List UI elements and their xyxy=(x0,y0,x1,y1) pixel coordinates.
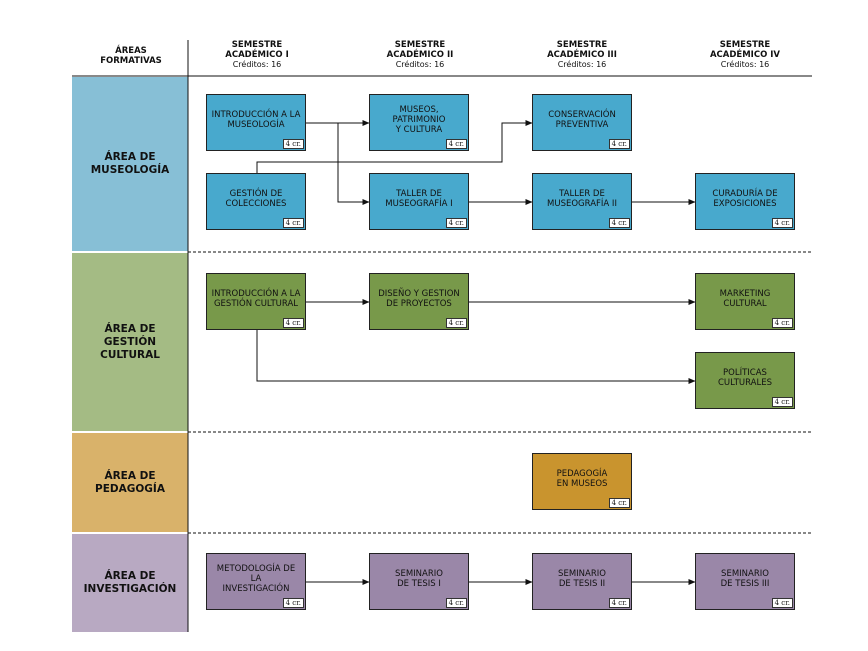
credits-badge: 4 cr. xyxy=(445,598,467,608)
credits-badge: 4 cr. xyxy=(282,139,304,149)
area-label: ÁREA DE INVESTIGACIÓN xyxy=(83,570,177,595)
course-label: TALLER DE MUSEOGRAFÍA I xyxy=(385,188,453,209)
course-label: INTRODUCCIÓN A LA MUSEOLOGÍA xyxy=(211,109,301,130)
credits-badge: 4 cr. xyxy=(608,139,630,149)
semester-title: SEMESTRE ACADÉMICO II xyxy=(386,40,454,60)
semester-title: SEMESTRE ACADÉMICO III xyxy=(547,40,617,60)
semester-credits: Créditos: 16 xyxy=(720,60,770,69)
course-label: SEMINARIO DE TESIS I xyxy=(395,568,443,589)
course-metodologia[interactable]: METODOLOGÍA DE LA INVESTIGACIÓN 4 cr. xyxy=(206,553,306,610)
area-label: ÁREA DE MUSEOLOGÍA xyxy=(90,151,170,176)
course-politicas[interactable]: POLÍTICAS CULTURALES 4 cr. xyxy=(695,352,795,409)
header-semester-1: SEMESTRE ACADÉMICO I Créditos: 16 xyxy=(212,40,302,70)
course-label: INTRODUCCIÓN A LA GESTIÓN CULTURAL xyxy=(211,288,301,309)
header-semester-3: SEMESTRE ACADÉMICO III Créditos: 16 xyxy=(534,40,630,70)
credits-badge: 4 cr. xyxy=(282,218,304,228)
arrow-intro-to-taller1 xyxy=(337,123,370,205)
area-label: ÁREA DE GESTIÓN CULTURAL xyxy=(100,322,160,361)
header-semester-2: SEMESTRE ACADÉMICO II Créditos: 16 xyxy=(375,40,465,70)
course-seminario-3[interactable]: SEMINARIO DE TESIS III 4 cr. xyxy=(695,553,795,610)
semester-credits: Créditos: 16 xyxy=(557,60,607,69)
area-band-gestion-cultural: ÁREA DE GESTIÓN CULTURAL xyxy=(72,253,188,431)
credits-badge: 4 cr. xyxy=(771,598,793,608)
course-label: SEMINARIO DE TESIS III xyxy=(720,568,770,589)
course-seminario-2[interactable]: SEMINARIO DE TESIS II 4 cr. xyxy=(532,553,632,610)
course-intro-gestion[interactable]: INTRODUCCIÓN A LA GESTIÓN CULTURAL 4 cr. xyxy=(206,273,306,330)
area-band-investigacion: ÁREA DE INVESTIGACIÓN xyxy=(72,534,188,632)
credits-badge: 4 cr. xyxy=(608,218,630,228)
header-areas: ÁREAS FORMATIVAS xyxy=(86,46,176,66)
credits-badge: 4 cr. xyxy=(445,218,467,228)
semester-credits: Créditos: 16 xyxy=(232,60,282,69)
credits-badge: 4 cr. xyxy=(608,598,630,608)
credits-badge: 4 cr. xyxy=(771,218,793,228)
course-diseno-proyectos[interactable]: DISEÑO Y GESTION DE PROYECTOS 4 cr. xyxy=(369,273,469,330)
arrow-introgestion-to-politicas xyxy=(256,330,696,384)
credits-badge: 4 cr. xyxy=(282,318,304,328)
course-conservacion[interactable]: CONSERVACIÓN PREVENTIVA 4 cr. xyxy=(532,94,632,151)
course-label: TALLER DE MUSEOGRAFÍA II xyxy=(547,188,617,209)
area-label: ÁREA DE PEDAGOGÍA xyxy=(95,469,165,495)
course-label: GESTIÓN DE COLECCIONES xyxy=(225,188,287,209)
course-label: CONSERVACIÓN PREVENTIVA xyxy=(548,109,616,130)
course-taller-2[interactable]: TALLER DE MUSEOGRAFÍA II 4 cr. xyxy=(532,173,632,230)
course-taller-1[interactable]: TALLER DE MUSEOGRAFÍA I 4 cr. xyxy=(369,173,469,230)
header-semester-4: SEMESTRE ACADÉMICO IV Créditos: 16 xyxy=(698,40,792,70)
semester-credits: Créditos: 16 xyxy=(395,60,445,69)
header-areas-label: ÁREAS FORMATIVAS xyxy=(100,46,162,66)
credits-badge: 4 cr. xyxy=(445,318,467,328)
course-label: CURADURÍA DE EXPOSICIONES xyxy=(712,188,778,209)
course-label: MUSEOS, PATRIMONIO Y CULTURA xyxy=(392,104,446,135)
area-band-museologia: ÁREA DE MUSEOLOGÍA xyxy=(72,77,188,251)
course-gestion-colecciones[interactable]: GESTIÓN DE COLECCIONES 4 cr. xyxy=(206,173,306,230)
credits-badge: 4 cr. xyxy=(771,397,793,407)
course-marketing[interactable]: MARKETING CULTURAL 4 cr. xyxy=(695,273,795,330)
course-label: DISEÑO Y GESTION DE PROYECTOS xyxy=(378,288,460,309)
credits-badge: 4 cr. xyxy=(282,598,304,608)
area-band-pedagogia: ÁREA DE PEDAGOGÍA xyxy=(72,433,188,532)
course-label: PEDAGOGÍA EN MUSEOS xyxy=(556,468,608,489)
course-label: METODOLOGÍA DE LA INVESTIGACIÓN xyxy=(216,563,296,594)
course-seminario-1[interactable]: SEMINARIO DE TESIS I 4 cr. xyxy=(369,553,469,610)
semester-title: SEMESTRE ACADÉMICO IV xyxy=(709,40,781,60)
credits-badge: 4 cr. xyxy=(608,498,630,508)
course-label: POLÍTICAS CULTURALES xyxy=(717,367,772,388)
credits-badge: 4 cr. xyxy=(445,139,467,149)
course-label: MARKETING CULTURAL xyxy=(719,288,771,309)
course-intro-museologia[interactable]: INTRODUCCIÓN A LA MUSEOLOGÍA 4 cr. xyxy=(206,94,306,151)
semester-title: SEMESTRE ACADÉMICO I xyxy=(225,40,289,60)
course-curaduria[interactable]: CURADURÍA DE EXPOSICIONES 4 cr. xyxy=(695,173,795,230)
course-label: SEMINARIO DE TESIS II xyxy=(558,568,606,589)
course-museos-patrimonio[interactable]: MUSEOS, PATRIMONIO Y CULTURA 4 cr. xyxy=(369,94,469,151)
course-pedagogia[interactable]: PEDAGOGÍA EN MUSEOS 4 cr. xyxy=(532,453,632,510)
credits-badge: 4 cr. xyxy=(771,318,793,328)
arrow-gestion-to-conservacion xyxy=(256,120,533,173)
